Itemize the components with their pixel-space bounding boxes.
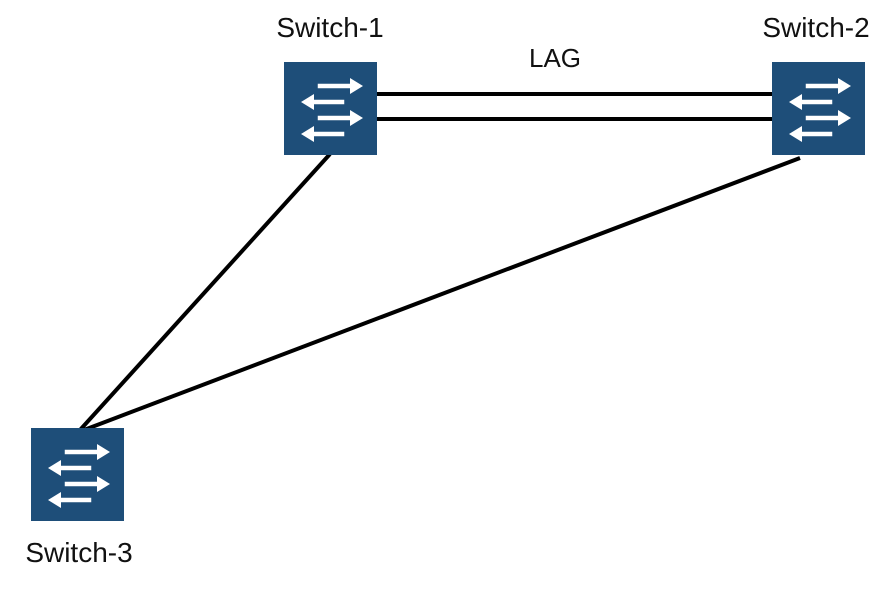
lag-label: LAG	[529, 43, 581, 73]
switch-1-node[interactable]	[284, 62, 377, 155]
switch-3-label: Switch-3	[25, 537, 132, 568]
switch-2-node[interactable]	[772, 62, 865, 155]
link-switch2-switch3	[83, 156, 801, 432]
link-switch1-switch3	[78, 152, 332, 432]
links	[78, 92, 801, 432]
network-switch-icon	[284, 62, 377, 155]
switch-1-label: Switch-1	[276, 12, 383, 43]
network-switch-icon	[31, 428, 124, 521]
network-switch-icon	[772, 62, 865, 155]
switch-3-node[interactable]	[31, 428, 124, 521]
switch-2-label: Switch-2	[762, 12, 869, 43]
